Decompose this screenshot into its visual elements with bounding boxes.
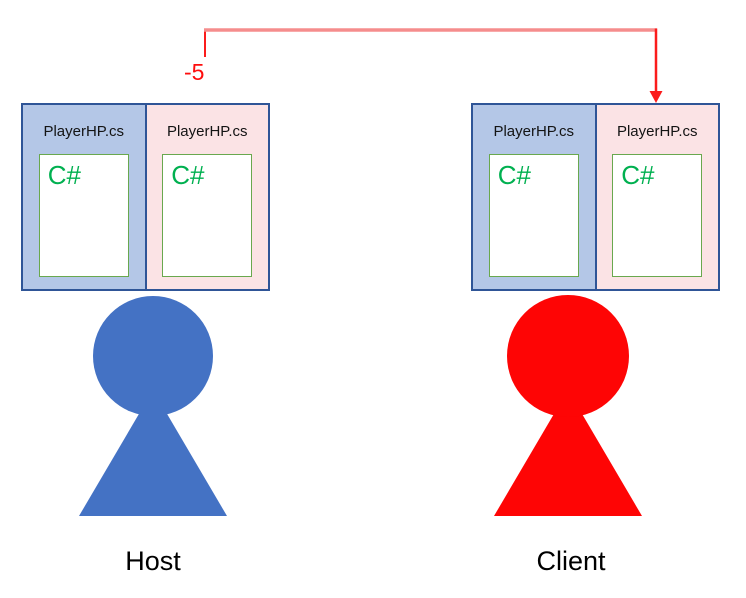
- host-copy-card: PlayerHP.cs C#: [23, 105, 147, 289]
- csharp-code-label: C#: [621, 160, 655, 190]
- client-person-icon: [494, 295, 642, 516]
- host-label: Host: [125, 546, 181, 576]
- client-copy-card: PlayerHP.cs C#: [596, 105, 718, 289]
- code-preview-box: C#: [488, 154, 579, 277]
- file-name-label: PlayerHP.cs: [166, 123, 248, 140]
- code-preview-box: C#: [38, 154, 129, 277]
- file-name-label: PlayerHP.cs: [493, 123, 575, 140]
- client-copy-card: PlayerHP.cs C#: [146, 105, 268, 289]
- client-label: Client: [536, 546, 606, 576]
- host-copy-card: PlayerHP.cs C#: [473, 105, 597, 289]
- code-preview-box: C#: [612, 154, 703, 277]
- arrow-value-label: -5: [184, 59, 205, 85]
- file-name-label: PlayerHP.cs: [43, 123, 125, 140]
- file-name-label: PlayerHP.cs: [616, 123, 698, 140]
- csharp-code-label: C#: [497, 160, 531, 190]
- host-files-group: PlayerHP.cs C# PlayerHP.cs C#: [21, 103, 270, 291]
- host-person-icon: [79, 296, 227, 516]
- code-preview-box: C#: [162, 154, 253, 277]
- csharp-code-label: C#: [47, 160, 81, 190]
- csharp-code-label: C#: [171, 160, 205, 190]
- client-files-group: PlayerHP.cs C# PlayerHP.cs C#: [471, 103, 720, 291]
